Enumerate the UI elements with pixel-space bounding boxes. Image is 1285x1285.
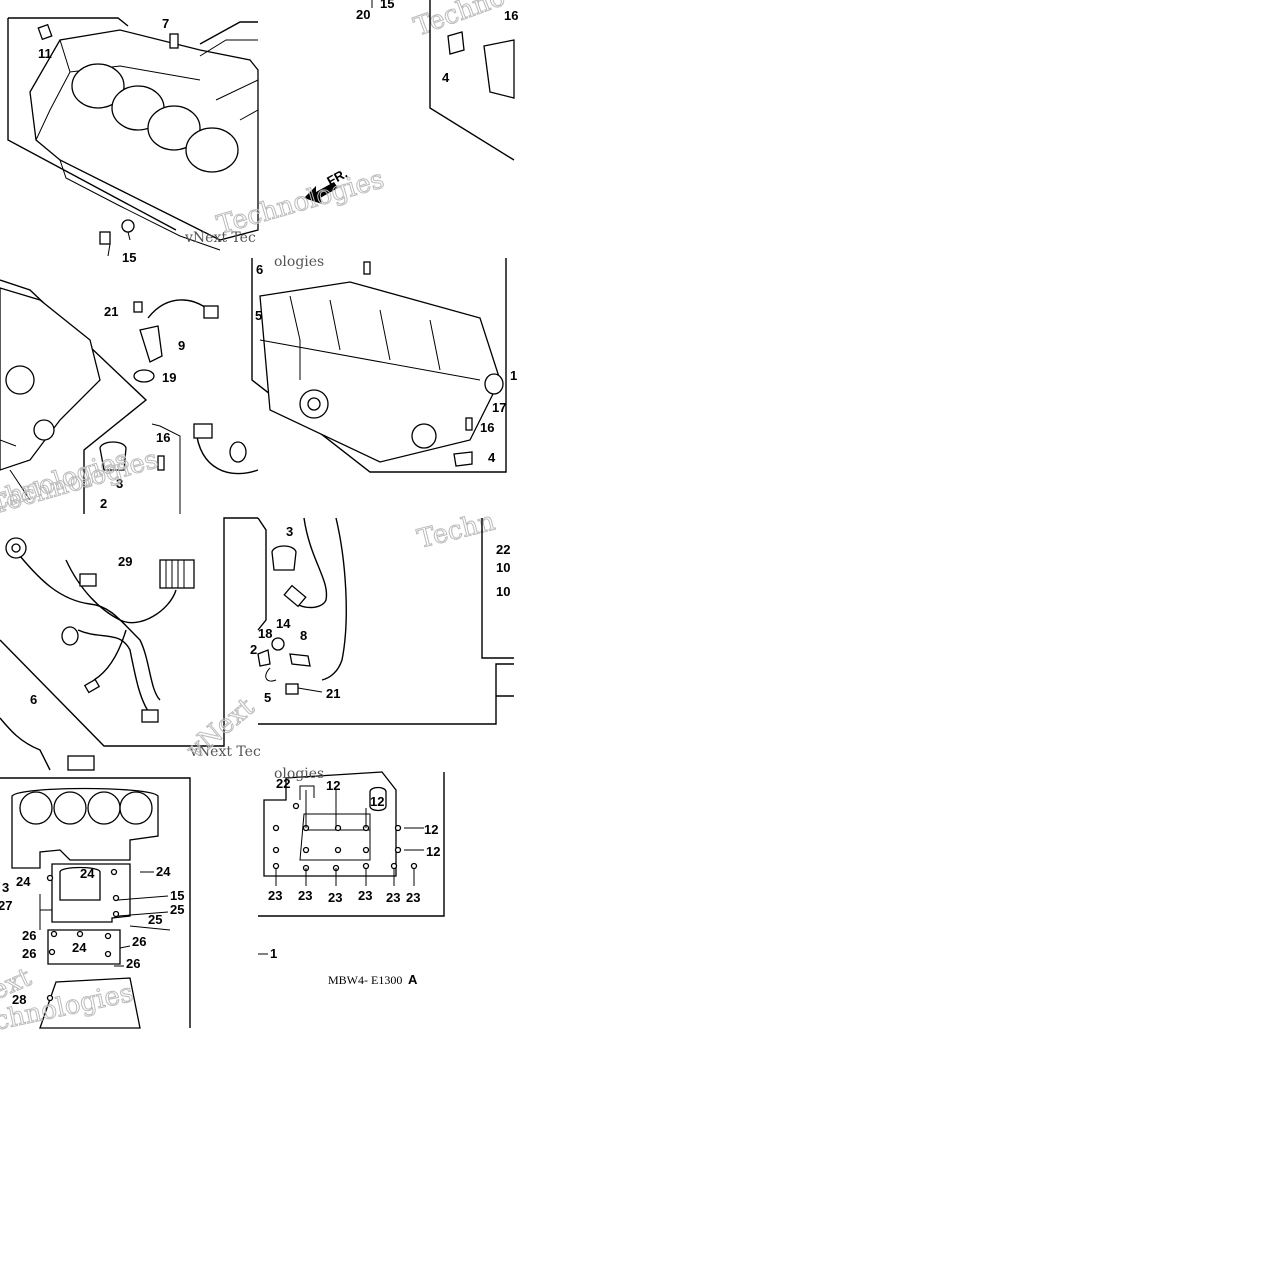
callout: 29 [118,554,132,569]
callout: 16 [156,430,170,445]
callout: 4 [488,450,496,465]
callout: 3 [116,476,123,491]
callout: 2 [100,496,107,511]
panel-oil-pan: 3 24 24 24 27 15 25 25 26 24 26 26 26 28… [0,777,191,1037]
callout: 12 [370,794,384,809]
callout: 18 [258,626,272,641]
diagram-code: MBW4- E1300 A [328,972,418,987]
callout: 24 [156,864,171,879]
svg-text:MBW4- E1300: MBW4- E1300 [328,973,402,987]
callout: 12 [326,778,340,793]
callout: 25 [170,902,184,917]
panel-bolt-pattern: 22 12 12 12 12 23 23 23 23 23 23 1 ologi… [258,766,445,961]
callout: 5 [255,308,262,323]
callout: 10 [496,584,510,599]
callout: 24 [16,874,31,889]
panel-oil-sensor: 3 18 14 8 2 5 21 Techn vNext [180,506,514,767]
callout: 24 [72,940,87,955]
watermark-text: vNext Tec [189,744,261,760]
callout: 23 [406,890,420,905]
callout: 2 [250,642,257,657]
sensor-part [133,299,219,383]
panel-lower-crankcase: 6 5 17 16 4 1 ologies [251,254,517,473]
watermark-text: ologies [274,254,324,270]
callout: 28 [12,992,26,1007]
callout: 21 [104,304,118,319]
watermark-text: vNext Tec [184,230,256,246]
callout: 15 [122,250,136,265]
panel-wiring-harness: 29 6 vNext Tec [0,517,261,771]
callout: 15 [170,888,184,903]
callout: 7 [162,16,169,31]
callout: 12 [426,844,440,859]
callout: 1 [270,946,277,961]
callout: 5 [264,690,271,705]
callout: 14 [276,616,291,631]
callout: 3 [286,524,293,539]
callout: 10 [496,560,510,575]
callout: 15 [380,0,394,11]
svg-text:A: A [408,972,418,987]
callout: 16 [504,8,518,23]
callout: 25 [148,912,162,927]
callout: 9 [178,338,185,353]
bolt-dots [46,868,120,1002]
callout: 23 [328,890,342,905]
callout: 27 [0,898,12,913]
watermark-text: ologies [274,766,324,782]
callout: 4 [442,70,450,85]
callout: 23 [358,888,372,903]
watermark-text: Techn [414,507,498,555]
callout: 8 [300,628,307,643]
callout: 6 [30,692,37,707]
callout: 6 [256,262,263,277]
callout: 3 [2,880,9,895]
callout: 23 [298,888,312,903]
callout: 1 [510,368,517,383]
callout: 26 [132,934,146,949]
callout: 26 [22,928,36,943]
callout: 17 [492,400,506,415]
callout: 26 [126,956,140,971]
callout: 23 [386,890,400,905]
callout: 21 [326,686,340,701]
callout: 20 [356,7,370,22]
panel-right-box: 22 10 10 [481,518,514,659]
callout: 23 [268,888,282,903]
callout: 22 [276,776,290,791]
callout: 16 [480,420,494,435]
cylinder-bores [71,63,239,173]
callout: 24 [80,866,95,881]
panel-upper-right: 20 15 Techno 4 16 FR. [304,0,518,204]
callout: 11 [38,46,52,61]
callout: 12 [424,822,438,837]
panel-cylinder-block: 11 7 15 vNext Tec [7,16,259,265]
callout: 22 [496,542,510,557]
callout: 19 [162,370,176,385]
callout: 26 [22,946,36,961]
